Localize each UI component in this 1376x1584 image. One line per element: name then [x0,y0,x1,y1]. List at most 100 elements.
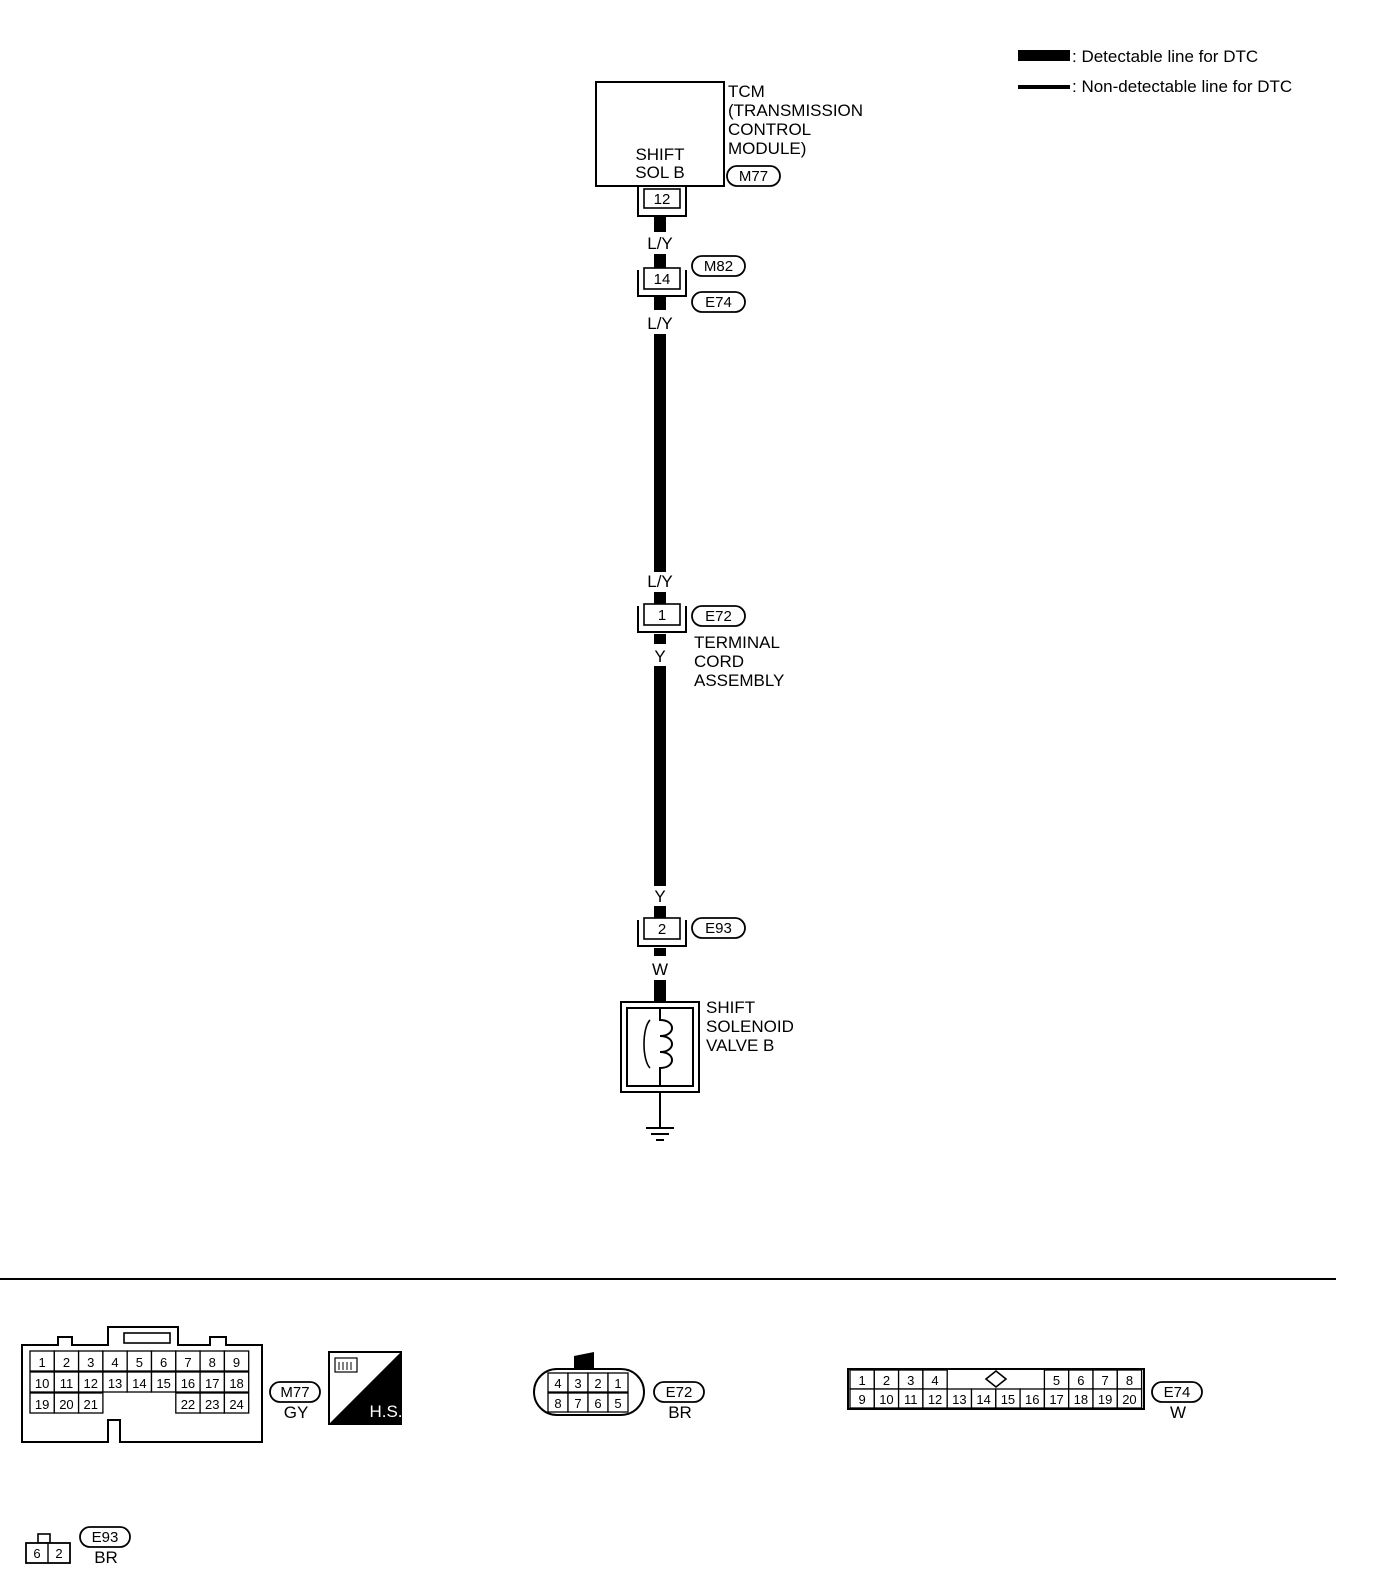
wire-color-4: Y [654,647,665,666]
tcm-terminal-label-1: SHIFT [635,145,684,164]
terminal-cord-name-2: CORD [694,652,744,671]
e74-diamond-key [984,1369,1008,1389]
solenoid-coil-icon [659,1008,673,1086]
e74-view-id: E74 [1164,1384,1191,1401]
e93-pin-box [643,917,681,940]
e74-pin-11: 11 [904,1392,918,1407]
m77-pin-21: 21 [84,1397,98,1412]
e93-view-badge [79,1526,131,1548]
e74-pin-1: 1 [859,1373,866,1388]
e74-pin-6: 6 [1077,1373,1084,1388]
e74-pin-4: 4 [931,1373,938,1388]
e74-pin-20: 20 [1122,1392,1136,1407]
wire-main-run-lower [654,666,666,886]
e72-pin-2: 2 [594,1376,601,1391]
tcm-pin-number: 12 [654,191,671,208]
m77-latch [123,1332,171,1344]
e72-view-badge [653,1381,705,1403]
e72-pin-6: 6 [594,1396,601,1411]
e74-pin-17: 17 [1049,1392,1063,1407]
m77-pin-3: 3 [87,1355,94,1370]
tcm-terminal-label-2: SOL B [635,163,684,182]
terminal-cord-name-1: TERMINAL [694,633,780,652]
m77-pin-20: 20 [59,1397,73,1412]
e93-connector-id: E93 [705,920,732,937]
tcm-pin-box [643,188,681,209]
wire-segment-from-e93 [654,948,666,956]
e74-pin-20-cell [1116,1388,1143,1409]
e72-pin-bracket [637,606,687,633]
e72-pin-1: 1 [614,1376,621,1391]
m77-pin-22: 22 [181,1397,195,1412]
wire-segment-from-e74 [654,296,666,310]
connector-hand-icon [334,1357,358,1373]
m77-pin-2: 2 [63,1355,70,1370]
e74-pin-14: 14 [976,1392,990,1407]
e74-pin-13: 13 [952,1392,966,1407]
e74-pin-19: 19 [1098,1392,1112,1407]
e74-pin-15: 15 [1001,1392,1015,1407]
solenoid-name-2: SOLENOID [706,1017,794,1036]
wire-color-5: Y [654,887,665,906]
joint-connector-e93: 2 E93 [637,917,746,947]
terminal-cord-assembly-e72: 1 E72 TERMINAL CORD ASSEMBLY [637,603,784,690]
tcm-connector-id: M77 [739,168,768,185]
e72-pin-box [643,603,681,626]
legend: : Detectable line for DTC : Non-detectab… [1018,47,1292,96]
legend-detectable-swatch [1018,50,1070,61]
legend-non-detectable-text: : Non-detectable line for DTC [1072,77,1292,96]
e72-pin-7: 7 [574,1396,581,1411]
m77-pin-18: 18 [229,1376,243,1391]
hs-badge-fill [329,1352,401,1424]
e72-pin-3: 3 [574,1376,581,1391]
tcm-name-line-2: (TRANSMISSION [728,101,863,120]
m77-pin-23: 23 [205,1397,219,1412]
joint-pin-bracket [637,270,687,297]
m77-pin-4: 4 [111,1355,118,1370]
harness-wires [654,216,666,1002]
ground-icon [646,1092,674,1141]
e74-view-color: W [1170,1403,1186,1422]
m77-pin-5: 5 [136,1355,143,1370]
m77-pin-6: 6 [160,1355,167,1370]
solenoid-name-3: VALVE B [706,1036,774,1055]
hs-badge-text: H.S. [369,1402,402,1421]
connector-view-e93: 6 2 E93 BR [25,1526,131,1567]
e74-pin-7: 7 [1102,1373,1109,1388]
e74-pin-5: 5 [1053,1373,1060,1388]
m77-pin-9-cell [223,1350,250,1372]
wire-color-1: L/Y [647,234,673,253]
m82-connector-id: M82 [704,258,733,275]
solenoid-name-1: SHIFT [706,998,755,1017]
m77-pin-24-cell [223,1392,250,1414]
e72-pin-4: 4 [554,1376,561,1391]
joint-pin-number: 14 [654,271,671,288]
tcm-name-line-1: TCM [728,82,765,101]
m77-pin-7: 7 [184,1355,191,1370]
e93-latch [37,1533,51,1544]
e93-connector-badge [691,917,746,939]
e74-pin-2: 2 [883,1373,890,1388]
legend-detectable-text: : Detectable line for DTC [1072,47,1258,66]
m77-pin-24: 24 [229,1397,243,1412]
e72-view-id: E72 [666,1384,693,1401]
m77-pin-15: 15 [156,1376,170,1391]
terminal-cord-name-3: ASSEMBLY [694,671,784,690]
wire-segment-to-solenoid [654,980,666,1002]
e74-pin-3: 3 [907,1373,914,1388]
e74-connector-badge [691,291,746,313]
tcm-module: TCM (TRANSMISSION CONTROL MODULE) SHIFT … [595,81,863,217]
wire-color-6: W [652,960,668,979]
e93-view-id: E93 [92,1529,119,1546]
e72-pin-1-cell [607,1372,629,1393]
m77-pin-1: 1 [39,1355,46,1370]
wire-segment-tcm-out [654,216,666,232]
legend-non-detectable-swatch [1018,85,1070,89]
e74-pin-9: 9 [859,1392,866,1407]
e93-pin-number: 2 [658,921,666,938]
